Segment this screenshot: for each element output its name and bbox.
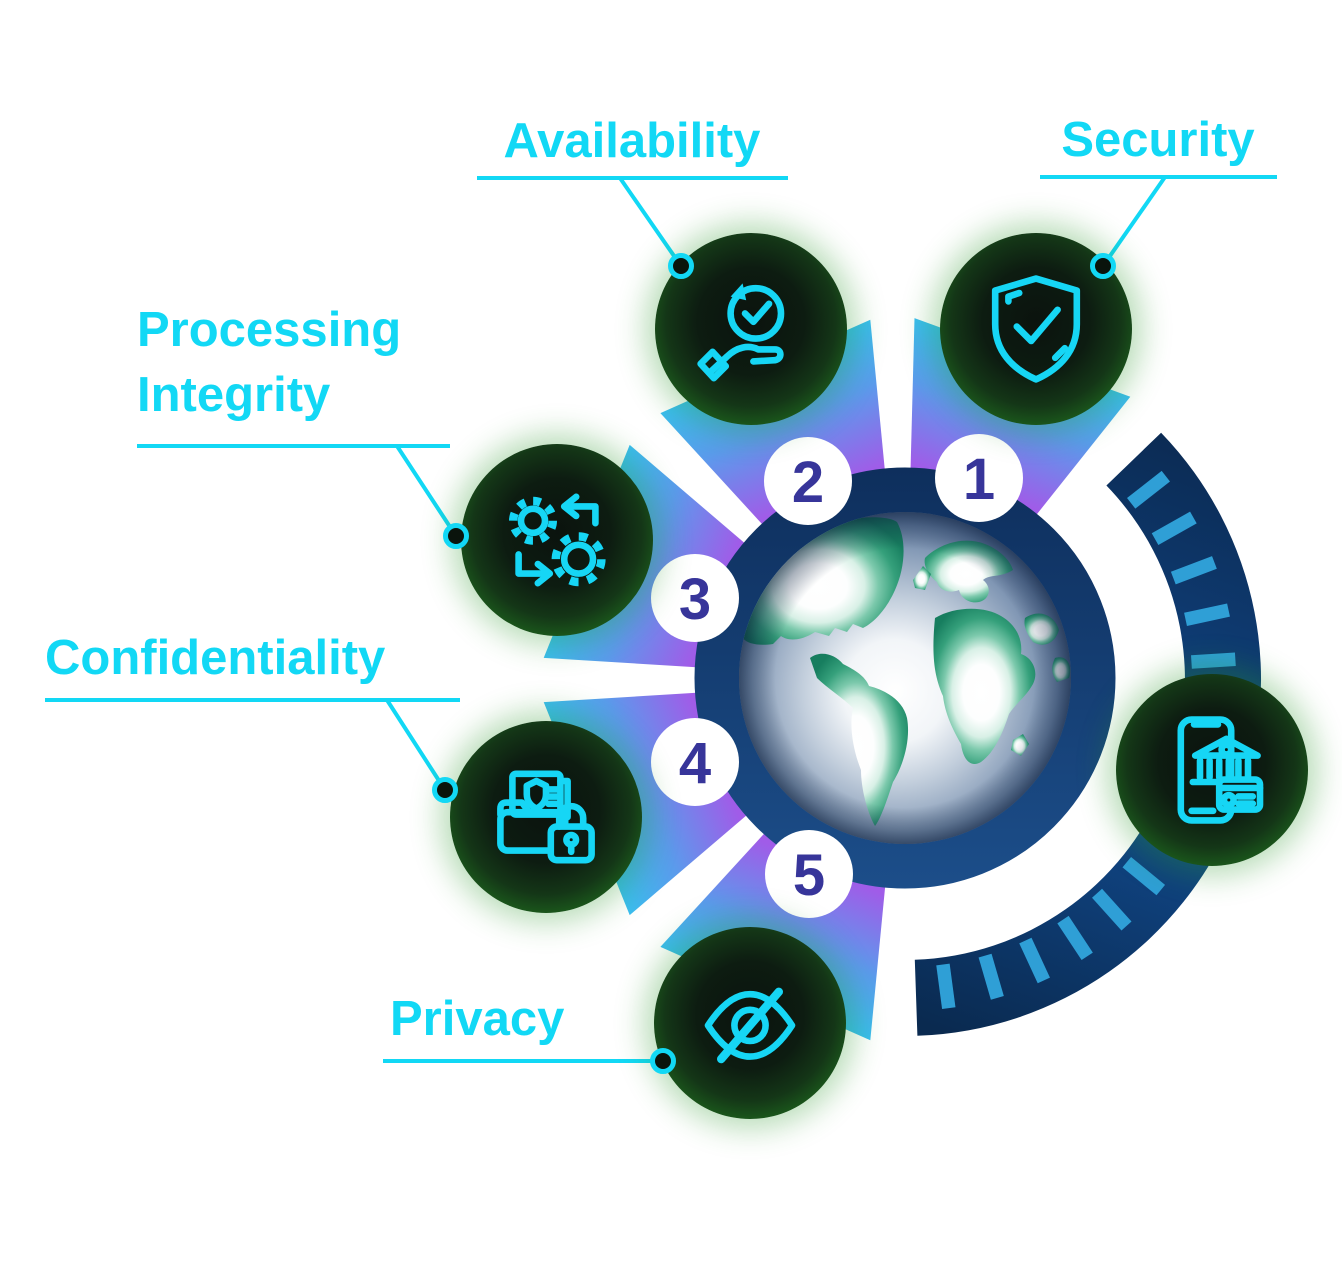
label-security: Security <box>1061 113 1255 167</box>
number-badge-4: 4 <box>651 718 739 806</box>
label-confidentiality: Confidentiality <box>45 631 386 685</box>
label-processing-integrity: Processing Integrity <box>137 298 477 427</box>
circle-confidentiality <box>450 721 642 913</box>
gauge-tick <box>1019 937 1050 984</box>
gauge-tick <box>1151 511 1197 545</box>
gauge-tick <box>1092 888 1132 931</box>
number-badge-5: 5 <box>765 830 853 918</box>
dot-confidentiality <box>432 777 458 803</box>
dot-processing-integrity <box>443 523 469 549</box>
leader-lines <box>45 175 1277 1063</box>
leader-processing-integrity <box>137 444 458 538</box>
gauge-arc-band <box>914 432 1262 1036</box>
leader-confidentiality <box>45 698 460 792</box>
leader-availability <box>477 176 788 268</box>
dot-privacy <box>650 1048 676 1074</box>
globe-ring <box>694 467 1116 889</box>
gauge-tick <box>1057 915 1093 961</box>
gauge-tick <box>1191 652 1236 669</box>
gauge-tick <box>978 953 1004 1000</box>
globe-icon <box>694 467 1116 889</box>
leader-security <box>1040 175 1277 268</box>
hand-check-clock-icon <box>697 283 785 382</box>
eye-slash-icon <box>704 987 796 1064</box>
number-badge-3: 3 <box>651 554 739 642</box>
dot-availability <box>668 253 694 279</box>
gears-sync-icon <box>509 493 606 587</box>
label-privacy: Privacy <box>390 992 565 1046</box>
number-2: 2 <box>792 450 824 515</box>
gauge-tick <box>936 963 956 1009</box>
gauge-tick <box>1122 856 1166 896</box>
circle-privacy <box>654 927 846 1119</box>
circle-mobile-banking <box>1116 674 1308 866</box>
folder-shield-lock-icon <box>497 770 595 864</box>
gauge-tick <box>1184 603 1230 626</box>
number-1: 1 <box>963 447 995 512</box>
number-3: 3 <box>679 567 711 632</box>
number-4: 4 <box>679 731 711 796</box>
label-processing-line1: Processing <box>137 303 402 357</box>
circle-processing-integrity <box>461 444 653 636</box>
globe-rim-shade <box>739 512 1071 844</box>
gauge-tick <box>1127 470 1170 509</box>
mobile-banking-icon <box>1177 716 1264 824</box>
label-processing-line2: Integrity <box>137 367 331 422</box>
number-5: 5 <box>793 843 825 908</box>
number-badge-1: 1 <box>935 434 1023 522</box>
gauge-tick <box>1170 556 1217 585</box>
number-badges: 1 2 3 4 5 <box>651 434 1023 918</box>
number-badge-2: 2 <box>764 437 852 525</box>
shield-check-icon <box>991 275 1081 383</box>
dot-security <box>1090 253 1116 279</box>
label-availability: Availability <box>503 114 761 168</box>
